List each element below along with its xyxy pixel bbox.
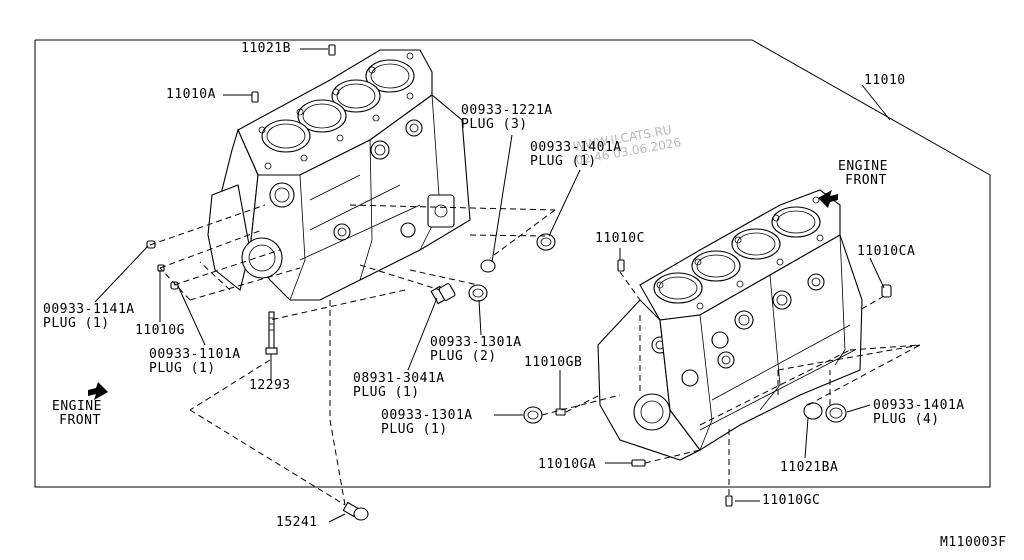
plug-1401a-top (536, 233, 556, 251)
engine-front-label-right: ENGINE FRONT (838, 159, 888, 188)
callout-11010ga[interactable]: 11010GA (538, 457, 597, 472)
engine-block-left (207, 49, 471, 301)
bolt-plug-3041a (430, 283, 456, 305)
plug-1301a-1 (523, 406, 543, 424)
plug-11010ca (881, 284, 892, 298)
callout-11010ca[interactable]: 11010CA (857, 244, 916, 259)
callout-11021b[interactable]: 11021B (241, 41, 291, 56)
callout-11010g[interactable]: 11010G (135, 323, 185, 338)
callout-12293[interactable]: 12293 (249, 378, 291, 393)
callout-00933-1141a[interactable]: 00933-1141A PLUG (1) (43, 302, 135, 331)
engine-front-label-left: ENGINE FRONT (52, 399, 102, 428)
stud-12293 (265, 311, 278, 355)
callout-00933-1401a-4[interactable]: 00933-1401A PLUG (4) (873, 398, 965, 427)
leader-lines (94, 48, 891, 523)
dowel-11010gc (725, 495, 733, 507)
dowel-11010c (617, 259, 625, 272)
callout-11010a[interactable]: 11010A (166, 87, 216, 102)
dowel-11010ga (631, 459, 646, 467)
callout-00933-1221a[interactable]: 00933-1221A PLUG (3) (461, 103, 553, 132)
engine-front-arrow-left (88, 382, 108, 400)
callout-11021ba[interactable]: 11021BA (780, 460, 839, 475)
plug-1221a (480, 259, 496, 273)
callout-00933-1101a[interactable]: 00933-1101A PLUG (1) (149, 347, 241, 376)
callout-11010[interactable]: 11010 (864, 73, 906, 88)
dowel-11010a (251, 91, 259, 103)
diagram-code: M110003F (940, 535, 1007, 550)
plug-1401a-4 (803, 402, 847, 423)
assembly-frame (34, 39, 991, 488)
callout-11010gb[interactable]: 11010GB (524, 355, 583, 370)
callout-08931-3041a[interactable]: 08931-3041A PLUG (1) (353, 371, 445, 400)
callout-00933-1301a-2[interactable]: 00933-1301A PLUG (2) (430, 335, 522, 364)
callout-15241[interactable]: 15241 (276, 515, 318, 530)
callout-11010gc[interactable]: 11010GC (762, 493, 821, 508)
callout-00933-1301a-1[interactable]: 00933-1301A PLUG (1) (381, 408, 473, 437)
plug-1301a-2 (468, 284, 488, 302)
callout-11010c[interactable]: 11010C (595, 231, 645, 246)
engine-front-arrow-right (818, 190, 838, 208)
callout-00933-1401a-1[interactable]: 00933-1401A PLUG (1) (530, 140, 622, 169)
assembly-dashed-lines (149, 204, 921, 506)
dowel-11021b (328, 44, 336, 56)
bolt-15241 (342, 501, 369, 521)
